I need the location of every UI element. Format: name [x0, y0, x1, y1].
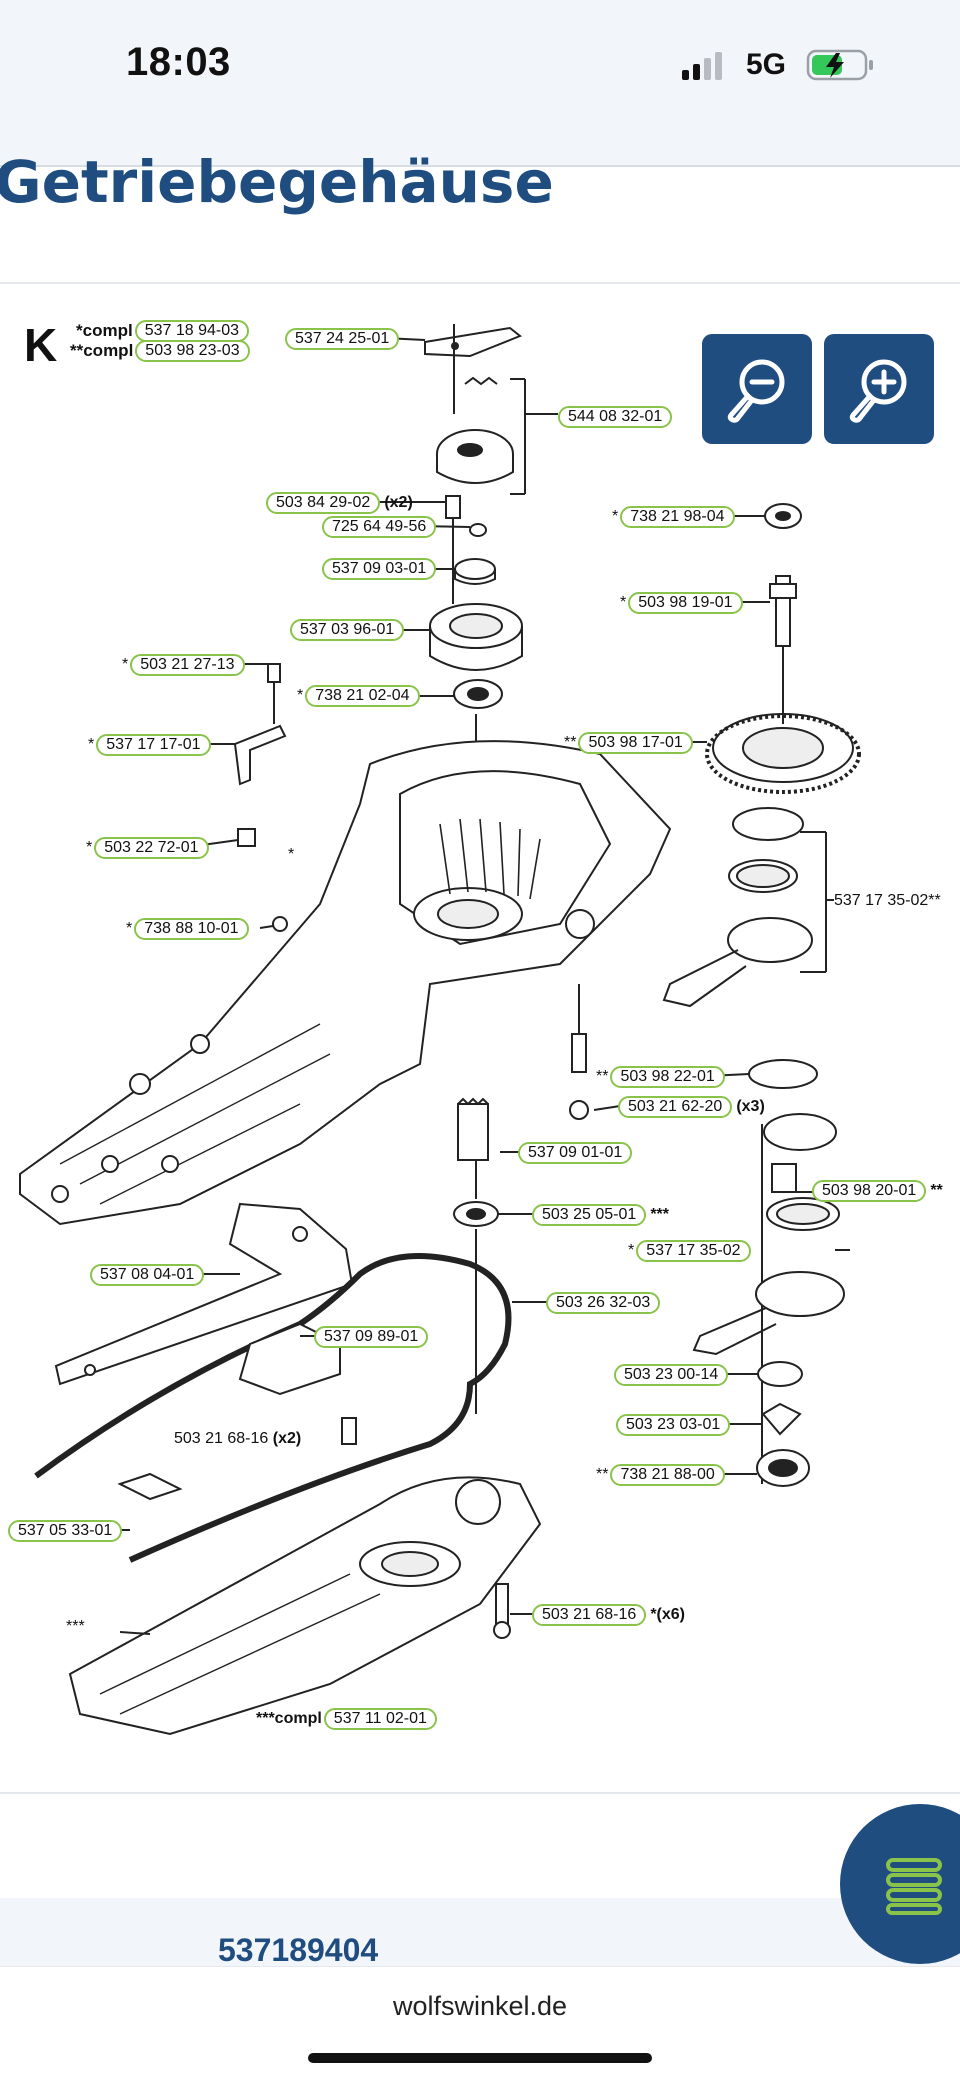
part-link[interactable]: 537 24 25-01 [285, 328, 400, 350]
part-label: 503 21 62-20(x3) [616, 1096, 765, 1118]
part-label: *503 21 27-13 [122, 654, 245, 676]
part-link[interactable]: 503 21 27-13 [130, 654, 245, 676]
part-label: 725 64 49-56 [320, 516, 437, 538]
part-label: 537 09 01-01 [516, 1142, 633, 1164]
part-label: *503 98 19-01 [620, 592, 743, 614]
part-link[interactable]: 537 09 89-01 [314, 1326, 429, 1348]
zoom-in-icon [849, 359, 907, 423]
part-label: *738 88 10-01 [126, 918, 249, 940]
part-label: *537 17 35-02 [628, 1240, 751, 1262]
network-type: 5G [746, 48, 787, 81]
part-label: 503 98 20-01** [810, 1180, 943, 1202]
part-label: 503 23 03-01 [614, 1414, 731, 1436]
part-link[interactable]: 738 88 10-01 [134, 918, 249, 940]
part-link[interactable]: 738 21 98-04 [620, 506, 735, 528]
part-link[interactable]: 503 22 72-01 [94, 837, 209, 859]
part-label: **738 21 88-00 [596, 1464, 725, 1486]
star-marker: * [288, 846, 295, 863]
part-link[interactable]: 537 11 02-01 [323, 1708, 437, 1730]
cellular-signal-icon [682, 52, 722, 80]
part-label: 503 21 68-16*(x6) [530, 1604, 685, 1626]
part-label: 503 23 00-14 [612, 1364, 729, 1386]
compl-star-label: *compl 537 18 94-03 [76, 320, 249, 342]
part-label: **503 98 17-01 [564, 732, 693, 754]
part-link[interactable]: 738 21 88-00 [610, 1464, 725, 1486]
part-link[interactable]: 503 98 17-01 [578, 732, 693, 754]
part-label: 537 08 04-01 [88, 1264, 205, 1286]
part-link[interactable]: 503 98 20-01 [812, 1180, 927, 1202]
battery-charging-icon [806, 49, 873, 81]
part-link[interactable]: 503 98 22-01 [610, 1066, 725, 1088]
part-link-503-98-23-03[interactable]: 503 98 23-03 [135, 340, 250, 362]
url-text[interactable]: wolfswinkel.de [392, 1991, 568, 2021]
menu-button[interactable] [840, 1804, 960, 1964]
part-link[interactable]: 503 23 00-14 [614, 1364, 729, 1386]
part-link[interactable]: 537 09 03-01 [322, 558, 437, 580]
part-label: *503 22 72-01 [86, 837, 209, 859]
browser-address-bar[interactable]: wolfswinkel.de [0, 1966, 960, 2082]
status-time: 18:03 [126, 40, 231, 84]
part-label: 503 25 05-01*** [530, 1204, 669, 1226]
page-title: Getriebegehäuse [0, 148, 554, 216]
part-label: 503 84 29-02(x2) [264, 492, 413, 514]
part-link-537-18-94-03[interactable]: 537 18 94-03 [134, 320, 249, 342]
part-link[interactable]: 503 84 29-02 [266, 492, 381, 514]
zoom-out-icon [727, 359, 785, 423]
part-link[interactable]: 503 98 19-01 [628, 592, 743, 614]
part-label: 503 26 32-03 [544, 1292, 661, 1314]
part-link[interactable]: 725 64 49-56 [322, 516, 437, 538]
section-letter: K [24, 319, 58, 371]
part-link[interactable]: 738 21 02-04 [305, 685, 420, 707]
screw-label: 503 21 68-16 (x2) [174, 1430, 302, 1447]
compl-dstar-label: **compl 503 98 23-03 [70, 340, 250, 362]
triple-star-marker: *** [66, 1618, 85, 1635]
part-link[interactable]: 503 25 05-01 [532, 1204, 647, 1226]
part-link[interactable]: 503 23 03-01 [616, 1414, 731, 1436]
part-header-band [0, 1898, 960, 1970]
part-label: *738 21 98-04 [612, 506, 735, 528]
part-label: *738 21 02-04 [297, 685, 420, 707]
exploded-view-diagram: K *compl 537 18 94-03 **compl 503 98 23-… [0, 282, 960, 1794]
zoom-out-button[interactable] [702, 334, 812, 444]
part-label: 537 03 96-01 [288, 619, 405, 641]
part-link[interactable]: 544 08 32-01 [558, 406, 673, 428]
home-indicator[interactable] [308, 2053, 652, 2063]
part-label: **503 98 22-01 [596, 1066, 725, 1088]
ring-group-label: 537 17 35-02** [834, 892, 941, 909]
part-label: 537 09 03-01 [320, 558, 437, 580]
zoom-in-button[interactable] [824, 334, 934, 444]
part-link[interactable]: 537 08 04-01 [90, 1264, 205, 1286]
part-link[interactable]: 537 17 35-02 [636, 1240, 751, 1262]
part-label: 537 09 89-01 [312, 1326, 429, 1348]
part-label: *537 17 17-01 [88, 734, 211, 756]
part-link[interactable]: 537 05 33-01 [8, 1520, 123, 1542]
part-label: 544 08 32-01 [556, 406, 673, 428]
status-bar: 18:03 5G [0, 0, 960, 167]
parts-drawing [19, 324, 861, 1736]
menu-stack-icon [886, 1858, 942, 1915]
part-link[interactable]: 503 21 62-20 [618, 1096, 733, 1118]
part-link[interactable]: 537 09 01-01 [518, 1142, 633, 1164]
part-link[interactable]: 503 21 68-16 [532, 1604, 647, 1626]
part-label: 537 24 25-01 [283, 328, 400, 350]
part-label: 537 05 33-01 [6, 1520, 123, 1542]
part-link[interactable]: 537 03 96-01 [290, 619, 405, 641]
part-link[interactable]: 537 17 17-01 [96, 734, 211, 756]
part-link[interactable]: 503 26 32-03 [546, 1292, 661, 1314]
part-number-heading[interactable]: 537189404 [218, 1932, 379, 1968]
